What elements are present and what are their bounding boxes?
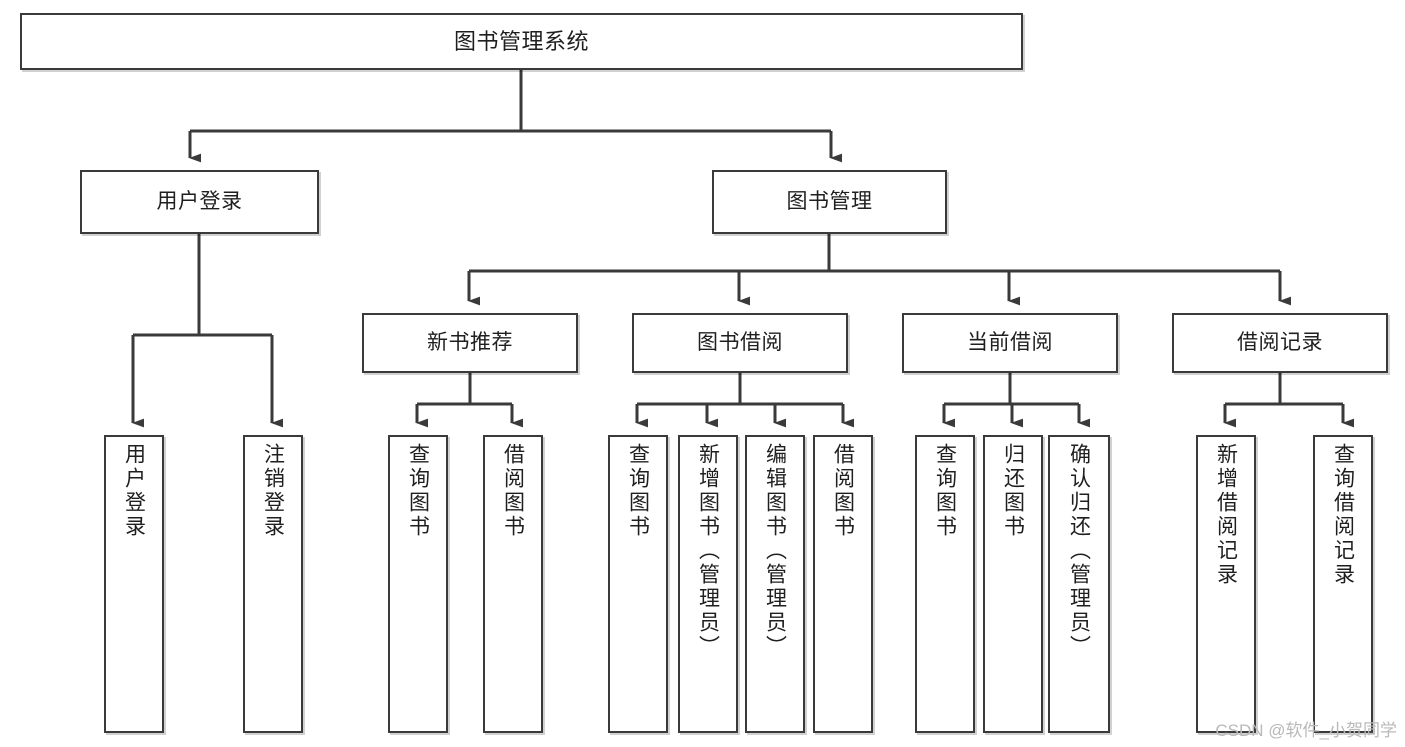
node-label: 用户登录 <box>156 189 243 213</box>
leaf-query-book-borrowing[interactable]: 查询图书 <box>608 435 668 733</box>
leaf-query-book-new-rec[interactable]: 查询图书 <box>388 435 448 733</box>
node-label: 新增借阅记录 <box>1214 443 1238 587</box>
node-new-book-recommendation[interactable]: 新书推荐 <box>362 313 578 373</box>
node-label: 查询图书 <box>626 443 650 539</box>
node-label: 编辑图书（管理员） <box>763 443 787 659</box>
leaf-query-book-current[interactable]: 查询图书 <box>915 435 975 733</box>
node-user-login[interactable]: 用户登录 <box>80 170 319 234</box>
leaf-confirm-return-admin[interactable]: 确认归还（管理员） <box>1048 435 1110 733</box>
leaf-query-borrowing-record[interactable]: 查询借阅记录 <box>1313 435 1373 733</box>
node-label: 查询图书 <box>406 443 430 539</box>
node-label: 图书管理 <box>786 189 873 213</box>
leaf-borrow-book-new-rec[interactable]: 借阅图书 <box>483 435 543 733</box>
node-label: 新书推荐 <box>427 330 513 354</box>
node-label: 图书借阅 <box>697 330 783 354</box>
node-book-management[interactable]: 图书管理 <box>712 170 947 234</box>
node-label: 借阅图书 <box>501 443 525 539</box>
leaf-logout[interactable]: 注销登录 <box>243 435 303 733</box>
node-label: 当前借阅 <box>967 330 1053 354</box>
node-book-borrowing[interactable]: 图书借阅 <box>632 313 848 373</box>
node-book-management-system[interactable]: 图书管理系统 <box>20 13 1023 70</box>
leaf-add-book-admin[interactable]: 新增图书（管理员） <box>678 435 738 733</box>
node-label: 新增图书（管理员） <box>696 443 720 659</box>
node-borrowing-record[interactable]: 借阅记录 <box>1172 313 1388 373</box>
leaf-borrow-book-borrowing[interactable]: 借阅图书 <box>813 435 873 733</box>
node-label: 借阅记录 <box>1237 330 1323 354</box>
csdn-watermark: CSDN @软件_小贺同学 <box>1215 721 1397 740</box>
node-label: 查询借阅记录 <box>1331 443 1355 587</box>
leaf-user-login[interactable]: 用户登录 <box>104 435 164 733</box>
node-label: 借阅图书 <box>831 443 855 539</box>
node-label: 用户登录 <box>122 443 146 539</box>
node-current-borrowing[interactable]: 当前借阅 <box>902 313 1118 373</box>
node-label: 注销登录 <box>261 443 285 539</box>
node-label: 归还图书 <box>1001 443 1025 539</box>
leaf-return-book[interactable]: 归还图书 <box>983 435 1043 733</box>
node-label: 图书管理系统 <box>453 28 589 54</box>
leaf-add-borrowing-record[interactable]: 新增借阅记录 <box>1196 435 1256 733</box>
leaf-edit-book-admin[interactable]: 编辑图书（管理员） <box>745 435 805 733</box>
node-label: 确认归还（管理员） <box>1067 443 1091 659</box>
node-label: 查询图书 <box>933 443 957 539</box>
